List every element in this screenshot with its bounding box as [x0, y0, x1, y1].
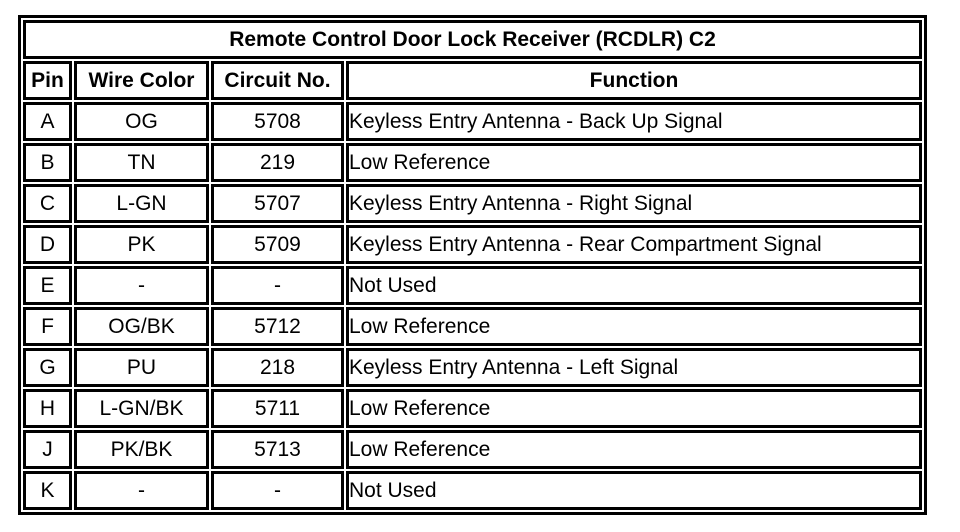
function-cell: Low Reference: [346, 430, 922, 469]
wire-color-cell: -: [74, 266, 209, 305]
circuit-no-cell: 219: [211, 143, 344, 182]
circuit-no-cell: -: [211, 266, 344, 305]
wire-color-cell: L-GN: [74, 184, 209, 223]
function-cell: Low Reference: [346, 389, 922, 428]
pin-cell: B: [23, 143, 72, 182]
pin-cell: A: [23, 102, 72, 141]
pin-cell: F: [23, 307, 72, 346]
function-cell: Not Used: [346, 471, 922, 510]
function-cell: Keyless Entry Antenna - Left Signal: [346, 348, 922, 387]
circuit-no-cell: -: [211, 471, 344, 510]
title-row: Remote Control Door Lock Receiver (RCDLR…: [23, 20, 922, 59]
wire-color-cell: OG: [74, 102, 209, 141]
table-row: K--Not Used: [23, 471, 922, 510]
function-cell: Keyless Entry Antenna - Right Signal: [346, 184, 922, 223]
column-header-pin: Pin: [23, 61, 72, 100]
wire-color-cell: TN: [74, 143, 209, 182]
circuit-no-cell: 5707: [211, 184, 344, 223]
header-row: Pin Wire Color Circuit No. Function: [23, 61, 922, 100]
wire-color-cell: PU: [74, 348, 209, 387]
circuit-no-cell: 5708: [211, 102, 344, 141]
wire-color-cell: L-GN/BK: [74, 389, 209, 428]
column-header-function: Function: [346, 61, 922, 100]
wire-color-cell: OG/BK: [74, 307, 209, 346]
circuit-no-cell: 5709: [211, 225, 344, 264]
circuit-no-cell: 5712: [211, 307, 344, 346]
wire-color-cell: PK/BK: [74, 430, 209, 469]
column-header-wire-color: Wire Color: [74, 61, 209, 100]
rcdlr-c2-pinout-table: Remote Control Door Lock Receiver (RCDLR…: [18, 15, 927, 515]
pin-cell: C: [23, 184, 72, 223]
table-title: Remote Control Door Lock Receiver (RCDLR…: [23, 20, 922, 59]
function-cell: Low Reference: [346, 307, 922, 346]
pin-cell: H: [23, 389, 72, 428]
circuit-no-cell: 5713: [211, 430, 344, 469]
pin-cell: D: [23, 225, 72, 264]
circuit-no-cell: 218: [211, 348, 344, 387]
pin-cell: J: [23, 430, 72, 469]
wire-color-cell: PK: [74, 225, 209, 264]
pin-cell: G: [23, 348, 72, 387]
circuit-no-cell: 5711: [211, 389, 344, 428]
table-row: E--Not Used: [23, 266, 922, 305]
wire-color-cell: -: [74, 471, 209, 510]
function-cell: Low Reference: [346, 143, 922, 182]
function-cell: Not Used: [346, 266, 922, 305]
column-header-circuit-no: Circuit No.: [211, 61, 344, 100]
function-cell: Keyless Entry Antenna - Back Up Signal: [346, 102, 922, 141]
function-cell: Keyless Entry Antenna - Rear Compartment…: [346, 225, 922, 264]
pin-cell: E: [23, 266, 72, 305]
pin-cell: K: [23, 471, 72, 510]
